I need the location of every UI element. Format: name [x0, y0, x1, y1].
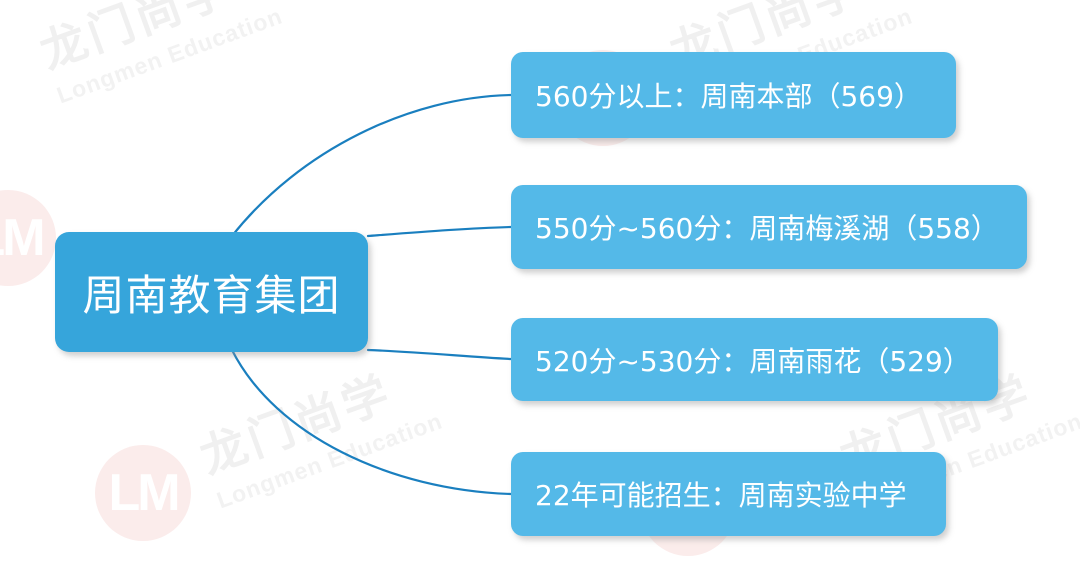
connector-line-1: [366, 225, 513, 238]
branch-node-3-label: 22年可能招生：周南实验中学: [535, 479, 907, 512]
connector-line-3: [230, 348, 513, 496]
root-node-label: 周南教育集团: [82, 270, 341, 320]
branch-node-3[interactable]: 22年可能招生：周南实验中学: [511, 452, 946, 536]
watermark-logo: LM: [0, 190, 56, 286]
watermark-logo-text: LM: [108, 464, 180, 522]
branch-node-2-label: 520分~530分：周南雨花（529）: [535, 344, 971, 378]
branch-node-0[interactable]: 560分以上：周南本部（569）: [511, 52, 956, 138]
branch-node-0-label: 560分以上：周南本部（569）: [535, 80, 922, 113]
branch-node-1[interactable]: 550分~560分：周南梅溪湖（558）: [511, 185, 1027, 269]
watermark-tile: 龙门尚学 Longmen Education: [30, 0, 286, 109]
watermark-cn-text: 龙门尚学: [33, 0, 240, 80]
watermark-tile: 龙门尚学 Longmen Education: [190, 344, 446, 515]
root-node[interactable]: 周南教育集团: [55, 232, 368, 352]
watermark-logo-text: LM: [0, 209, 46, 267]
connector-line-2: [366, 348, 513, 361]
watermark-cn-text: 龙门尚学: [193, 365, 400, 485]
branch-node-2[interactable]: 520分~530分：周南雨花（529）: [511, 318, 998, 401]
watermark-logo: LM: [95, 445, 191, 541]
watermark-en-text: Longmen Education: [53, 2, 286, 109]
watermark-en-text: Longmen Education: [213, 407, 446, 514]
branch-node-1-label: 550分~560分：周南梅溪湖（558）: [535, 212, 999, 245]
connector-line-0: [230, 93, 513, 238]
